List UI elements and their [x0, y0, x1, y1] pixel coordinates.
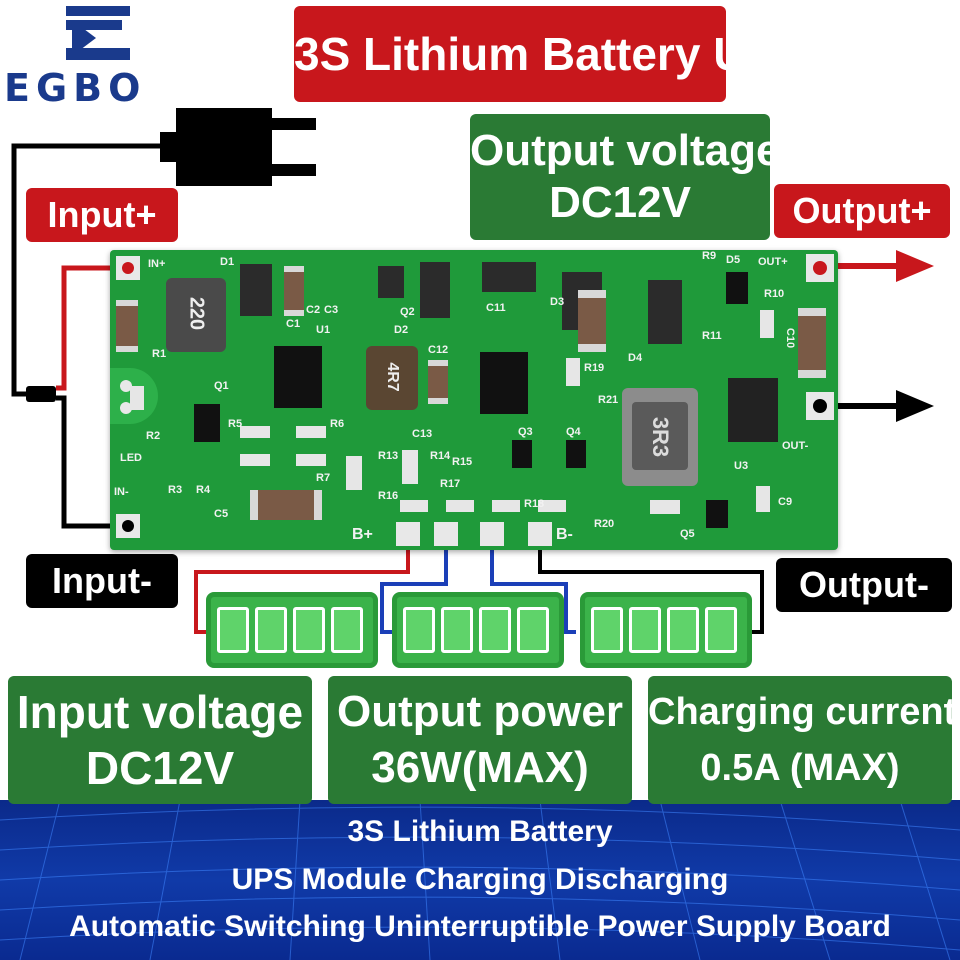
bottom-banner: [0, 800, 960, 960]
battery-cell-1: [206, 592, 378, 668]
ups-pcb-board: 220 4R7 3R3 IN+ IN- OUT+ OUT- B+ B-: [110, 250, 838, 550]
pad-out-plus: [806, 254, 834, 282]
output-plus-label: Output+: [774, 184, 950, 238]
description-line-3: Automatic Switching Uninterruptible Powe…: [69, 910, 891, 943]
silk-in-plus: IN+: [148, 258, 166, 270]
transistor-q3: [512, 440, 532, 468]
ic-q1: [194, 404, 220, 442]
transistor-d5: [726, 272, 748, 304]
silk-b-minus: B-: [556, 526, 573, 543]
battery-cell-3: [580, 592, 752, 668]
capacitor-r11: [578, 290, 606, 352]
capacitor-c10: [798, 308, 826, 378]
transistor-q5: [706, 500, 728, 528]
pad-b2: [480, 522, 504, 546]
pad-b-minus: [528, 522, 552, 546]
logo-text: EGBO: [4, 66, 147, 110]
pad-b-plus: [396, 522, 420, 546]
page-title: 3S Lithium Battery UPS: [294, 6, 808, 102]
output-voltage-box: Output voltage DC12V: [470, 114, 781, 240]
mosfet-c11: [482, 262, 536, 292]
network-grid-decoration: [0, 800, 960, 960]
silk-led: LED: [120, 452, 142, 464]
power-plug-icon: [160, 108, 316, 186]
battery-cell-2: [392, 592, 564, 668]
description-line-2: UPS Module Charging Discharging: [231, 863, 729, 896]
description-line-1: 3S Lithium Battery: [347, 815, 613, 848]
transistor-q4: [566, 440, 586, 468]
ic-u3: [728, 378, 778, 442]
pad-out-minus: [806, 392, 834, 420]
input-plus-label: Input+: [26, 188, 178, 242]
pad-in-plus: [116, 256, 140, 280]
logo-mark-icon: [66, 6, 130, 60]
output-minus-label: Output-: [776, 558, 952, 612]
diode-d2: [420, 262, 450, 318]
capacitor-c5: [250, 490, 322, 520]
inductor-4r7: 4R7: [366, 346, 418, 410]
silk-in-minus: IN-: [114, 486, 129, 498]
output-voltage-label: Output voltage: [470, 126, 781, 175]
inductor-3r3: 3R3: [622, 388, 698, 486]
ic-u2: [480, 352, 528, 414]
capacitor-c0: [116, 300, 138, 352]
mosfet-q2: [378, 266, 404, 298]
silk-b-plus: B+: [352, 526, 373, 543]
capacitor-c2: [284, 266, 304, 316]
inductor-220: 220: [166, 278, 226, 352]
pad-in-minus: [116, 514, 140, 538]
output-voltage-value: DC12V: [549, 178, 691, 227]
pad-b1: [434, 522, 458, 546]
silk-out-minus: OUT-: [782, 440, 809, 452]
capacitor-c12: [428, 360, 448, 404]
spec-charging-current: Charging current 0.5A (MAX): [648, 676, 956, 804]
spec-output-power: Output power 36W(MAX): [328, 676, 632, 804]
diode-d4: [648, 280, 682, 344]
logo: EGBO: [4, 4, 188, 108]
diode-d1: [240, 264, 272, 316]
input-minus-label: Input-: [26, 554, 178, 608]
ic-u1: [274, 346, 322, 408]
silk-out-plus: OUT+: [758, 256, 788, 268]
spec-input-voltage: Input voltage DC12V: [8, 676, 312, 804]
